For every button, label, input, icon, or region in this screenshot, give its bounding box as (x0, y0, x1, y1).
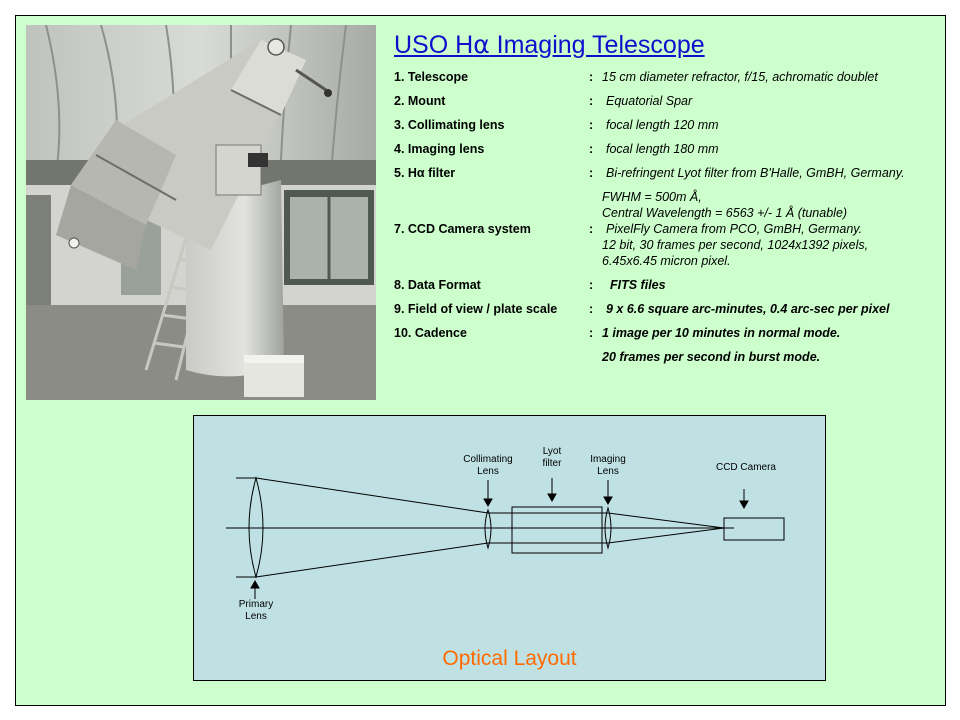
spec-colon: : (589, 166, 594, 180)
title-alpha-symbol: α (473, 30, 490, 59)
imaging-lens (604, 506, 612, 550)
spec-value-h-alpha-filter: Bi-refringent Lyot filter from B'Halle, … (606, 166, 905, 180)
spec-label-field-of-view: 9. Field of view / plate scale (394, 302, 558, 316)
spec-colon: : (589, 302, 594, 316)
spec-value-central-wavelength: Central Wavelength = 6563 +/- 1 Å (tunab… (602, 206, 848, 220)
ray-primary-bottom (255, 542, 489, 578)
spec-value-fwhm: FWHM = 500m Å, (602, 190, 702, 204)
spec-label-cadence: 10. Cadence (394, 326, 467, 340)
collimating-lens (484, 508, 492, 550)
spec-label-ccd-camera: 7. CCD Camera system (394, 222, 531, 236)
primary-arrow (250, 579, 260, 589)
telescope-photo (26, 25, 376, 400)
spec-label-collimating-lens: 3. Collimating lens (394, 118, 505, 132)
spec-label-telescope: 1. Telescope (394, 70, 469, 84)
telescope-illustration (26, 25, 376, 400)
spec-colon: : (589, 142, 594, 156)
optical-ray-diagram (226, 476, 785, 599)
spec-label-h-alpha-filter: 5. Hα filter (394, 166, 456, 180)
spec-colon: : (589, 70, 594, 84)
spec-value-field-of-view: 9 x 6.6 square arc-minutes, 0.4 arc-sec … (606, 302, 890, 316)
ray-imaging-bottom (607, 527, 725, 544)
spec-label-imaging-lens: 4. Imaging lens (394, 142, 485, 156)
lyot-filter-box (511, 506, 603, 554)
spec-value-telescope: 15 cm diameter refractor, f/15, achromat… (602, 70, 878, 84)
lyot-arrow (547, 493, 557, 503)
diagram-caption: Optical Layout (442, 647, 577, 670)
ccd-camera-box (723, 517, 785, 541)
spec-colon: : (589, 326, 594, 340)
collimating-arrow (483, 498, 493, 508)
spec-value-data-format: FITS files (610, 278, 666, 292)
spec-colon: : (589, 118, 594, 132)
spec-label-data-format: 8. Data Format (394, 278, 481, 292)
spec-value-collimating-lens: focal length 120 mm (606, 118, 719, 132)
spec-value-imaging-lens: focal length 180 mm (606, 142, 719, 156)
ccd-arrow (739, 500, 749, 510)
spec-colon: : (589, 94, 594, 108)
spec-value-ccd-pixel: 6.45x6.45 micron pixel. (602, 254, 731, 268)
ccd-camera-label: CCD Camera (715, 462, 776, 473)
spec-value-mount: Equatorial Spar (606, 94, 693, 108)
ray-imaging-top (607, 512, 725, 529)
ray-primary-top (255, 477, 489, 514)
spec-colon: : (589, 278, 594, 292)
spec-value-cadence-burst: 20 frames per second in burst mode. (602, 350, 821, 364)
spec-value-cadence: 1 image per 10 minutes in normal mode. (602, 326, 841, 340)
spec-value-ccd-specs: 12 bit, 30 frames per second, 1024x1392 … (602, 238, 869, 252)
spec-label-mount: 2. Mount (394, 94, 446, 108)
page-title: USO Hα Imaging Telescope (394, 30, 705, 59)
spec-colon: : (589, 222, 594, 236)
spec-value-ccd-camera: PixelFly Camera from PCO, GmBH, Germany. (606, 222, 863, 236)
imaging-arrow (603, 496, 613, 506)
